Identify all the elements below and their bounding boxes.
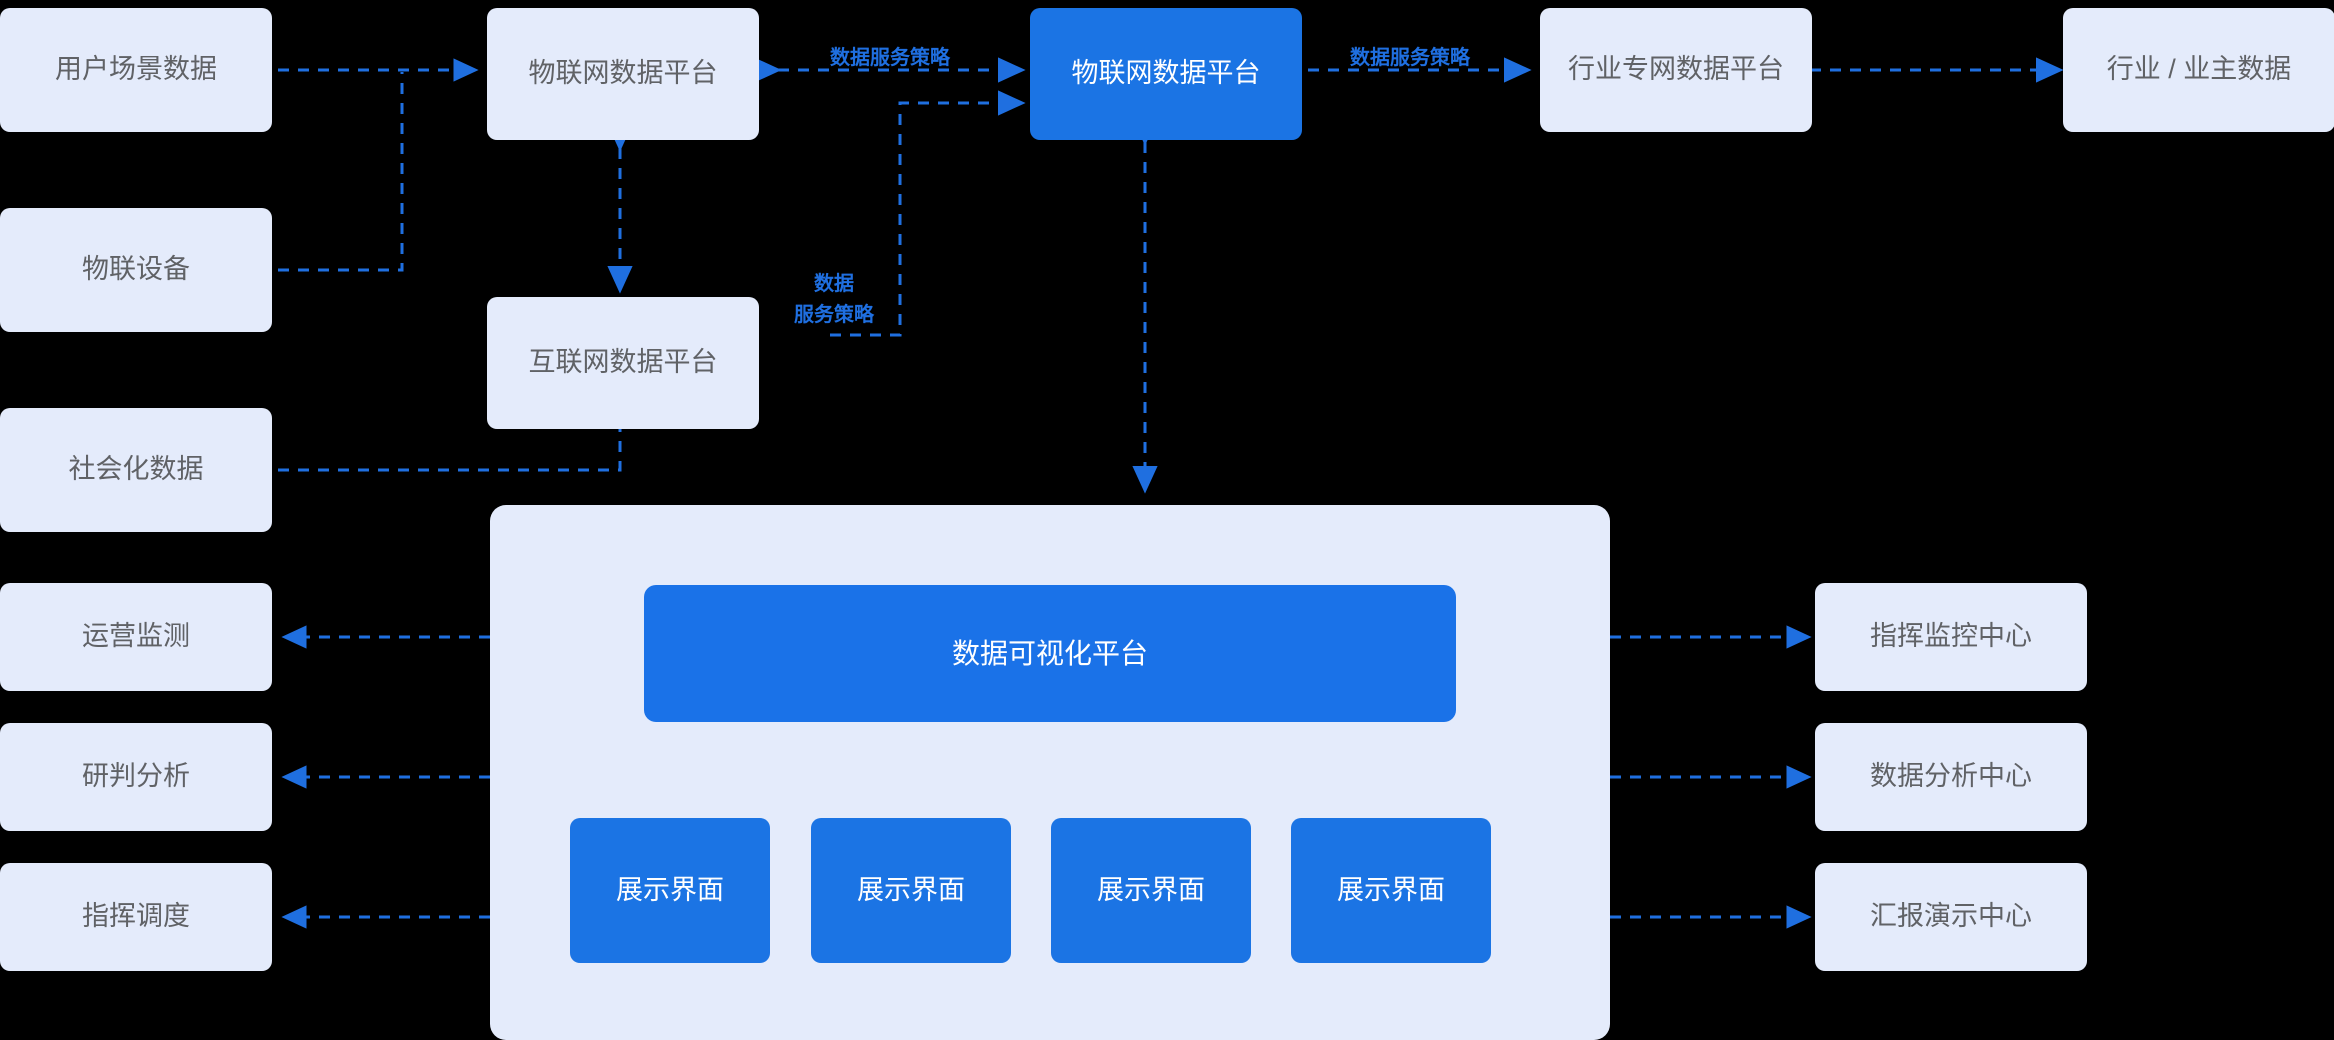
output-right-label-0: 指挥监控中心 xyxy=(1870,621,2032,652)
output-right-label-2: 汇报演示中心 xyxy=(1870,901,2032,932)
edge-label-text-1: 数据服务策略 xyxy=(1350,47,1470,69)
screen-node-0[interactable]: 展示界面 xyxy=(570,818,770,963)
screen-node-1[interactable]: 展示界面 xyxy=(811,818,1011,963)
screen-label-3: 展示界面 xyxy=(1337,874,1445,905)
screen-node-3[interactable]: 展示界面 xyxy=(1291,818,1491,963)
platform-label-0: 物联网数据平台 xyxy=(528,58,718,89)
screen-node-2[interactable]: 展示界面 xyxy=(1051,818,1251,963)
edge-label-2: 数据 服务策略 xyxy=(762,238,906,331)
output-right-label-1: 数据分析中心 xyxy=(1870,761,2032,792)
output-left-node-1[interactable]: 研判分析 xyxy=(0,723,272,831)
platform-node-industry-network[interactable]: 行业专网数据平台 xyxy=(1540,8,1812,132)
platform-node-internet-data[interactable]: 互联网数据平台 xyxy=(487,297,759,429)
output-left-label-0: 运营监测 xyxy=(82,621,190,652)
edge-label-1: 数据服务策略 xyxy=(1290,12,1530,74)
output-right-node-2[interactable]: 汇报演示中心 xyxy=(1815,863,2087,971)
screen-label-2: 展示界面 xyxy=(1097,874,1205,905)
platform-node-iot-data-active[interactable]: 物联网数据平台 xyxy=(1030,8,1302,140)
platform-node-industry-owner[interactable]: 行业 / 业主数据 xyxy=(2063,8,2334,132)
source-label-2: 社会化数据 xyxy=(68,454,204,485)
visualization-platform-node[interactable]: 数据可视化平台 xyxy=(644,585,1456,722)
source-node-2[interactable]: 社会化数据 xyxy=(0,408,272,532)
output-right-node-1[interactable]: 数据分析中心 xyxy=(1815,723,2087,831)
edge-label-text-0: 数据服务策略 xyxy=(830,47,950,69)
output-left-node-2[interactable]: 指挥调度 xyxy=(0,863,272,971)
platform-label-3: 行业专网数据平台 xyxy=(1568,54,1784,85)
screen-label-0: 展示界面 xyxy=(616,874,724,905)
platform-label-1: 互联网数据平台 xyxy=(528,347,718,378)
source-label-0: 用户场景数据 xyxy=(55,54,217,85)
source-node-0[interactable]: 用户场景数据 xyxy=(0,8,272,132)
output-left-label-2: 指挥调度 xyxy=(82,901,190,932)
visualization-platform-label: 数据可视化平台 xyxy=(951,638,1148,669)
platform-node-iot-data[interactable]: 物联网数据平台 xyxy=(487,8,759,140)
source-label-1: 物联设备 xyxy=(82,254,190,285)
output-right-node-0[interactable]: 指挥监控中心 xyxy=(1815,583,2087,691)
source-node-1[interactable]: 物联设备 xyxy=(0,208,272,332)
edge-label-text-2: 数据 服务策略 xyxy=(794,273,874,326)
platform-label-2: 物联网数据平台 xyxy=(1071,58,1261,89)
screen-label-1: 展示界面 xyxy=(857,874,965,905)
platform-label-4: 行业 / 业主数据 xyxy=(2106,54,2292,85)
edge-label-0: 数据服务策略 xyxy=(770,12,1010,74)
output-left-label-1: 研判分析 xyxy=(82,761,190,792)
output-left-node-0[interactable]: 运营监测 xyxy=(0,583,272,691)
